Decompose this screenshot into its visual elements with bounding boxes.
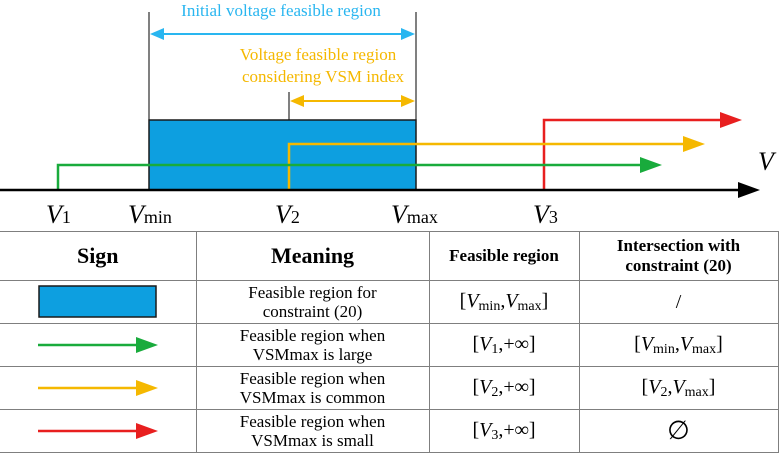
math-sub: 2 (660, 384, 668, 400)
meaning-line1: Feasible region for (248, 283, 377, 302)
math-sub: 3 (491, 427, 499, 443)
math-var: V (679, 332, 693, 355)
tick-label-vmin: Vmin (128, 200, 172, 229)
meaning-line2: VSMmax is large (252, 345, 373, 364)
math-sub: min (478, 298, 501, 314)
meaning-line2: constraint (20) (262, 302, 363, 321)
math-var: V (479, 418, 492, 441)
vsm-region-double-arrow (290, 95, 415, 107)
voltage-region-diagram: Initial voltage feasible region Voltage … (0, 1, 777, 229)
math-var: V (648, 375, 661, 398)
legend-table: Sign Meaning Feasible region Intersectio… (0, 231, 779, 453)
meaning-line1: Feasible region when (239, 369, 386, 388)
feasible-region-cell: [V1,+∞] (428, 323, 580, 367)
table-row-yellow: Feasible region when VSMmax is common [V… (0, 366, 779, 410)
math-sub: min (653, 341, 675, 357)
blue-rectangle-sign (38, 285, 157, 318)
empty-set-symbol: ∅ (578, 409, 779, 453)
math-sep: ,+ (498, 418, 515, 441)
sign-cell (0, 323, 197, 367)
red-arrow-sign (37, 423, 158, 439)
bracket-close: ] (528, 375, 536, 398)
tick-label-vmax: Vmax (391, 200, 438, 229)
tick-label-v2: V2 (275, 200, 300, 229)
intersection-cell: / (578, 280, 779, 324)
meaning-line1: Feasible region when (239, 326, 386, 345)
sign-cell (0, 366, 197, 410)
bracket-open: [ (634, 332, 641, 355)
math-sub: max (684, 384, 709, 400)
infinity-symbol: ∞ (514, 375, 529, 398)
bracket-open: [ (472, 332, 480, 355)
legend-table-container: Sign Meaning Feasible region Intersectio… (0, 231, 779, 453)
math-var: V (466, 289, 479, 312)
intersection-cell: [V2,Vmax] (578, 366, 779, 410)
math-var: V (640, 332, 654, 355)
tick-label-v1: V1 (46, 200, 71, 229)
yellow-arrow-sign (37, 380, 158, 396)
voltage-axis (0, 182, 760, 198)
table-header-row: Sign Meaning Feasible region Intersectio… (0, 231, 779, 281)
meaning-line1: Feasible region when (239, 412, 386, 431)
bracket-close: ] (708, 375, 716, 398)
feasible-region-cell: [V3,+∞] (428, 409, 580, 453)
math-var: V (479, 332, 492, 355)
table-row-constraint: Feasible region for constraint (20) [Vmi… (0, 280, 779, 324)
meaning-cell: Feasible region when VSMmax is large (195, 323, 430, 367)
table-row-green: Feasible region when VSMmax is large [V1… (0, 323, 779, 367)
feasible-region-cell: [Vmin,Vmax] (428, 280, 580, 324)
initial-region-double-arrow (150, 28, 415, 40)
math-sep: ,+ (498, 375, 515, 398)
meaning-line2: VSMmax is common (239, 388, 386, 407)
math-var: V (672, 375, 685, 398)
math-sep: , (667, 375, 673, 398)
sign-cell (0, 409, 197, 453)
meaning-cell: Feasible region when VSMmax is common (195, 366, 430, 410)
math-var: V (505, 289, 518, 312)
math-sep: , (500, 289, 506, 312)
math-sub: max (517, 298, 542, 314)
bracket-open: [ (472, 375, 480, 398)
feasible-region-cell: [V2,+∞] (428, 366, 580, 410)
math-sep: ,+ (498, 332, 515, 355)
constraint-feasible-rectangle (148, 119, 417, 191)
voltage-axis-label: V (758, 147, 777, 176)
bracket-close: ] (716, 332, 723, 355)
header-intersection-line2: constraint (20) (625, 256, 732, 275)
math-sub: 2 (491, 384, 499, 400)
yellow-feasible-arrow (287, 136, 705, 190)
meaning-cell: Feasible region when VSMmax is small (195, 409, 430, 453)
math-sub: 1 (491, 341, 499, 357)
vsm-region-label-line2: considering VSM index (242, 67, 405, 86)
vsm-region-label-line1: Voltage feasible region (240, 45, 397, 64)
initial-region-label: Initial voltage feasible region (181, 1, 381, 20)
header-meaning: Meaning (195, 231, 430, 281)
tick-label-v3: V3 (533, 200, 558, 229)
red-feasible-arrow (542, 112, 742, 190)
meaning-line2: VSMmax is small (251, 431, 374, 450)
infinity-symbol: ∞ (514, 332, 529, 355)
header-sign: Sign (0, 231, 197, 281)
bracket-close: ] (528, 332, 536, 355)
intersection-cell: [Vmin,Vmax] (578, 323, 779, 367)
header-feasible-region: Feasible region (428, 231, 580, 281)
math-var: V (479, 375, 492, 398)
green-arrow-sign (37, 337, 158, 353)
header-intersection-line1: Intersection with (616, 236, 741, 255)
header-intersection: Intersection with constraint (20) (578, 231, 779, 281)
bracket-open: [ (641, 375, 649, 398)
math-sub: max (692, 341, 717, 357)
bracket-close: ] (541, 289, 549, 312)
math-sep: , (674, 332, 680, 355)
meaning-cell: Feasible region for constraint (20) (195, 280, 430, 324)
infinity-symbol: ∞ (514, 418, 529, 441)
bracket-open: [ (459, 289, 467, 312)
bracket-open: [ (472, 418, 480, 441)
bracket-close: ] (528, 418, 536, 441)
green-feasible-arrow (56, 157, 662, 190)
table-row-red: Feasible region when VSMmax is small [V3… (0, 409, 779, 453)
sign-cell (0, 280, 197, 324)
